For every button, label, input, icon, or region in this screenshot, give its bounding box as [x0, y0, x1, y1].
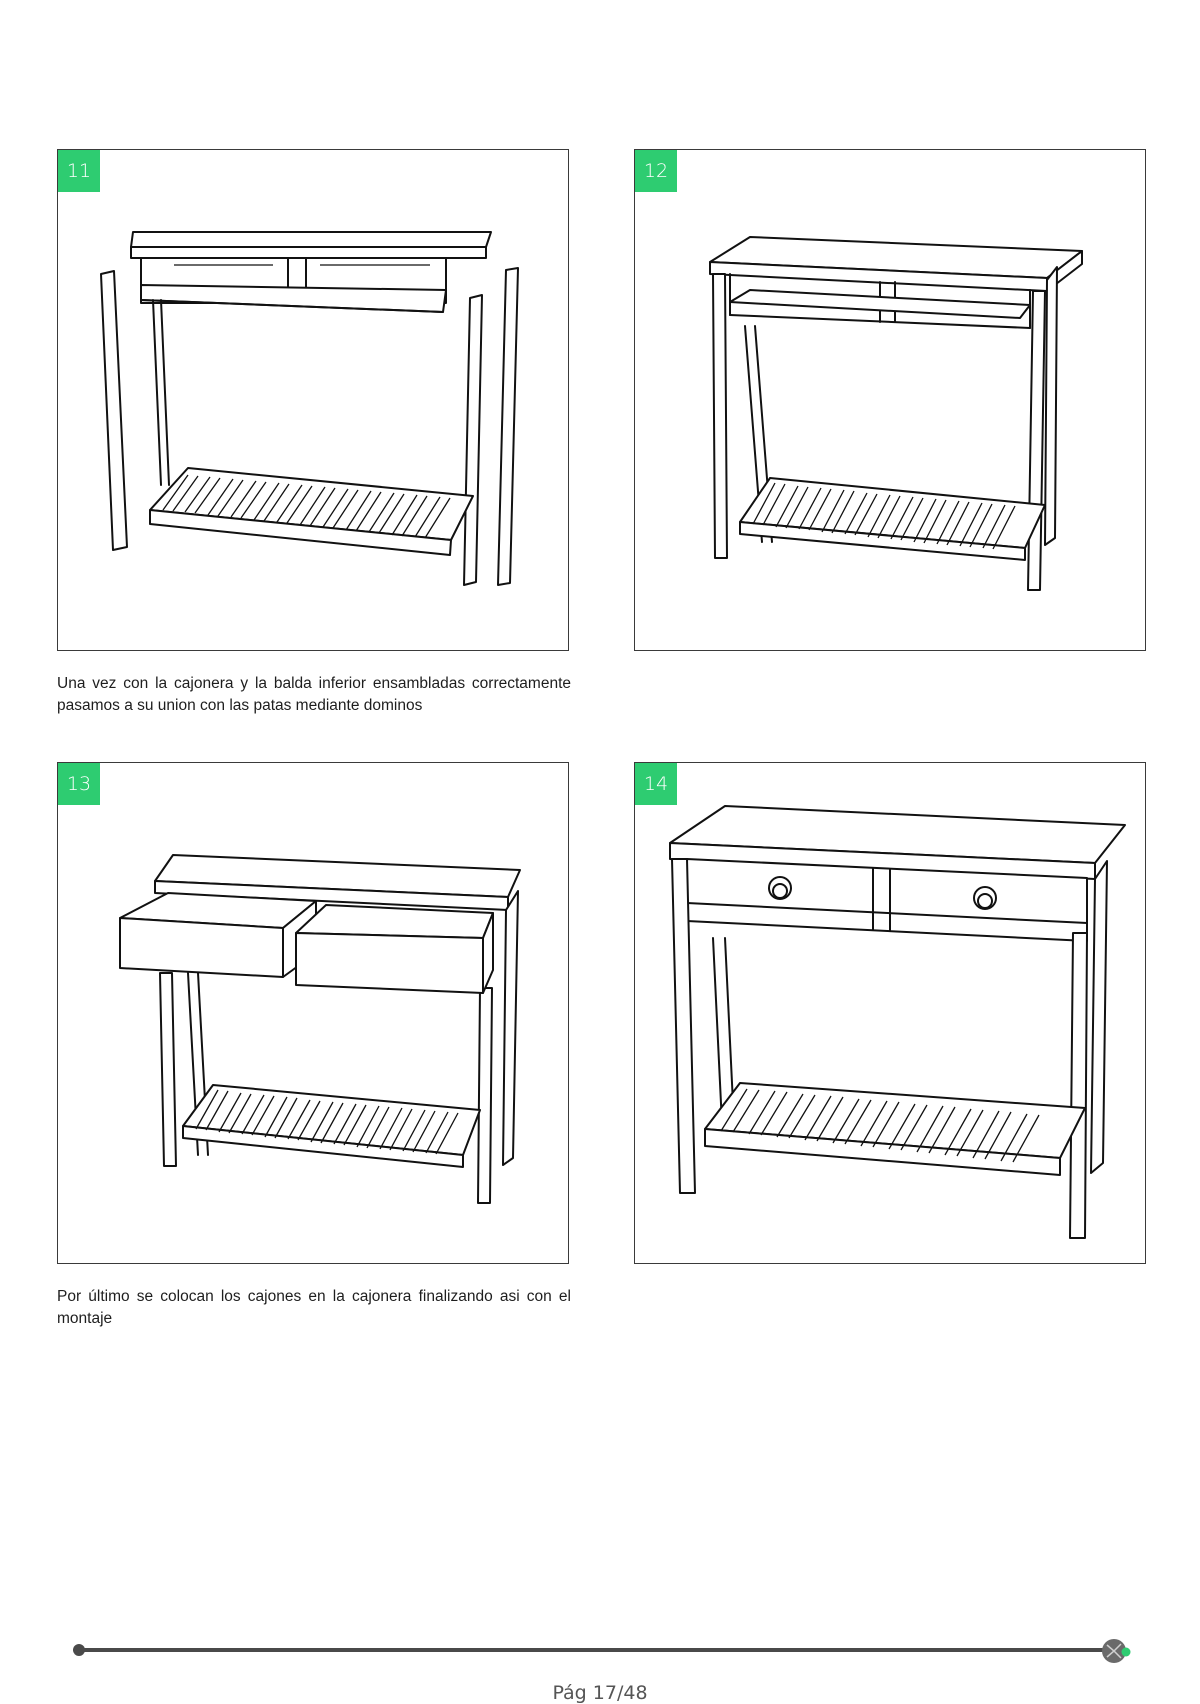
step-number-badge: 14 [635, 763, 677, 805]
step-11-panel: 11 [57, 149, 569, 651]
step-13-panel: 13 [57, 762, 569, 1264]
step-12-illustration [709, 236, 1083, 591]
footer-progress-line [79, 1648, 1107, 1652]
step-13-caption: Por último se colocan los cajones en la … [57, 1288, 571, 1327]
step-14-panel: 14 [634, 762, 1146, 1264]
step-11-caption: Una vez con la cajonera y la balda infer… [57, 675, 571, 714]
brand-logo-icon [1102, 1639, 1131, 1663]
step-11-illustration [100, 231, 519, 586]
step-12-panel: 12 [634, 149, 1146, 651]
step-14-illustration [669, 805, 1126, 1239]
page-number: Pág 17/48 [552, 1682, 648, 1704]
step-13-illustration [119, 854, 521, 1204]
step-number-badge: 12 [635, 150, 677, 192]
step-number-badge: 13 [58, 763, 100, 805]
step-number-badge: 11 [58, 150, 100, 192]
